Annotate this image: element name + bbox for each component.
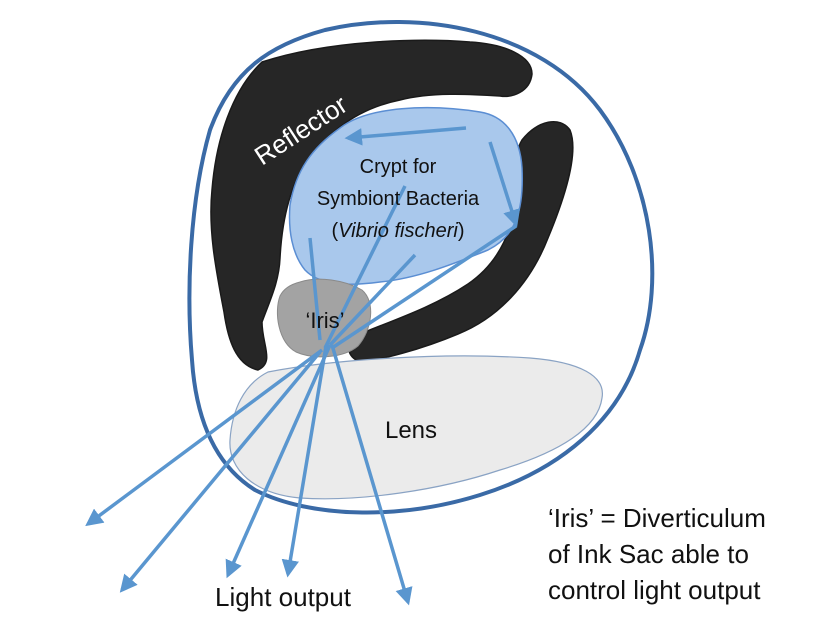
light-output-label: Light output [215,582,352,612]
ray-crypt-down [488,141,521,228]
crypt-label-line2: Symbiont Bacteria [317,188,480,210]
output-ray-1 [85,348,324,527]
ray-to-reflector [331,224,517,350]
output-rays [85,344,413,606]
iris-explanation-note: ‘Iris’ = Diverticulum of Ink Sac able to… [548,500,823,608]
lens [229,355,603,500]
light-organ-outline [187,20,655,515]
crypt-close-paren: ) [458,220,465,242]
ray-from-crypt-c [328,253,417,347]
ray-crypt-across [344,126,467,146]
crypt-open-paren: ( [331,220,338,242]
crypt-label-line1: Crypt for [360,156,437,178]
crypt-species: Vibrio fischeri [338,220,458,242]
ray-from-crypt-a [308,237,322,341]
output-ray-3 [225,344,332,579]
note-line-2: of Ink Sac able to [548,539,749,569]
note-line-1: ‘Iris’ = Diverticulum [548,503,766,533]
internal-rays [308,126,521,350]
output-ray-2 [119,350,322,593]
iris-label: ‘Iris’ [305,308,344,333]
lens-label: Lens [385,417,437,444]
ray-from-crypt-b [323,185,407,349]
output-ray-4 [281,345,328,578]
output-ray-5 [330,344,413,606]
crypt-label-line3: (Vibrio fischeri) [331,220,464,242]
note-line-3: control light output [548,575,761,605]
